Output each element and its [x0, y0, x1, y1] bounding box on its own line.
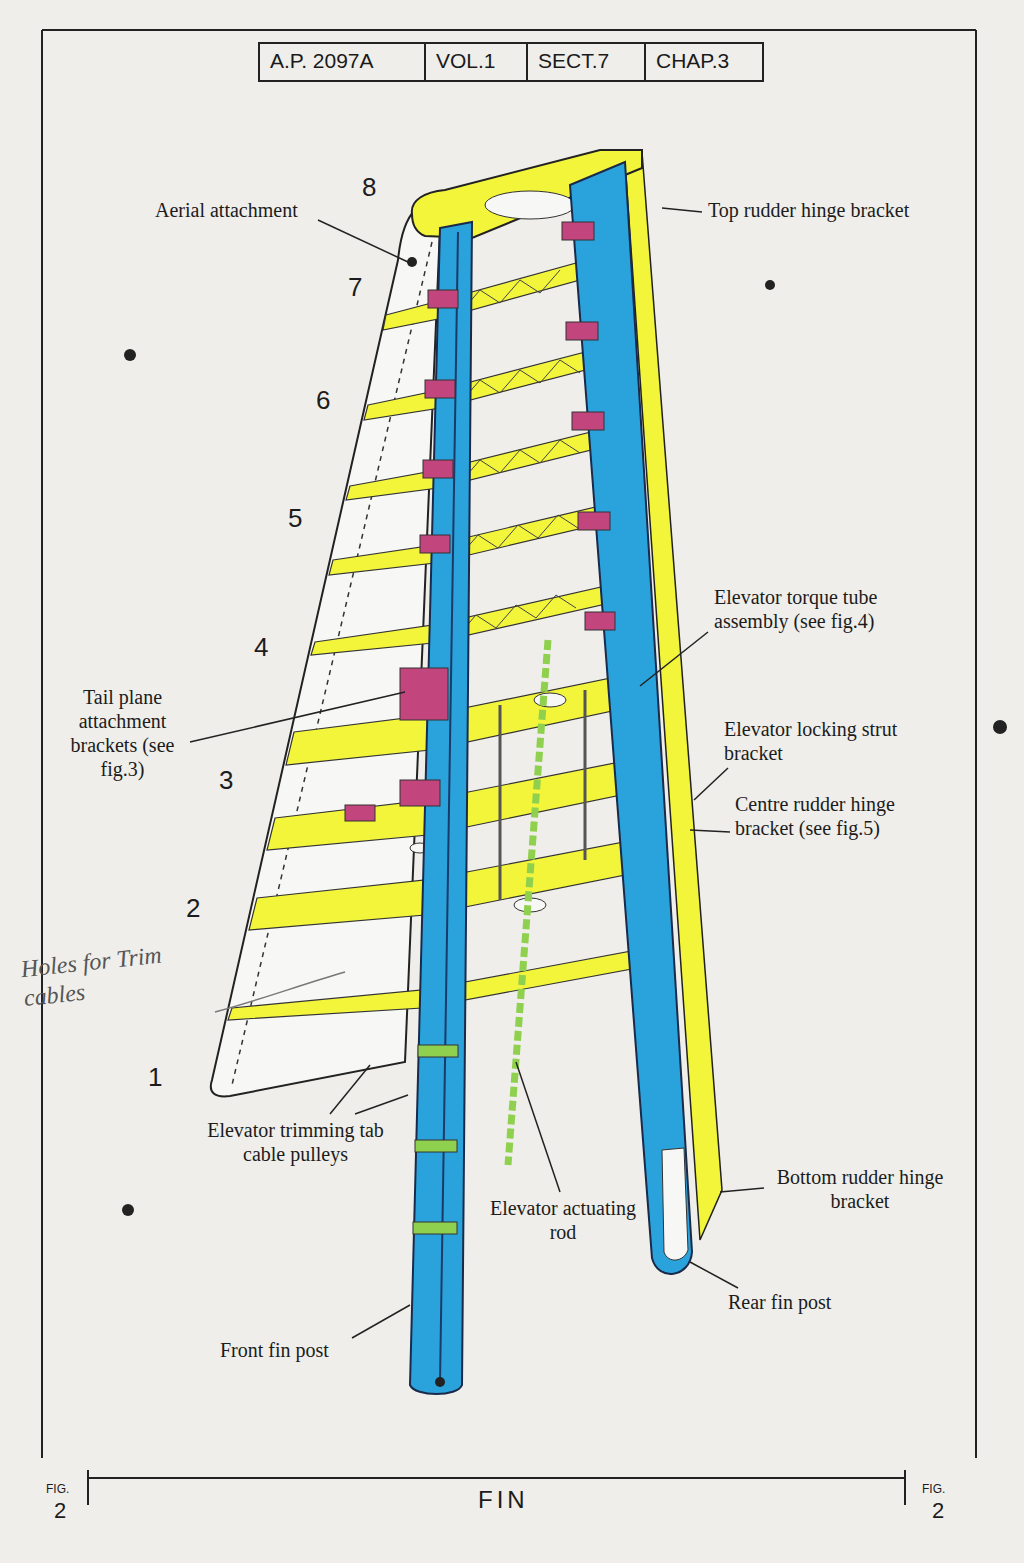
header-text: A.P. 2097A: [270, 49, 414, 73]
leading-edge-fairing: [211, 210, 440, 1096]
brackets: [345, 222, 615, 821]
part-label: Centre rudder hinge bracket (see fig.5): [735, 792, 910, 840]
fairing-dash: [232, 242, 432, 1085]
truss-lines: [456, 270, 580, 638]
figure-tag: FIG.: [922, 1482, 945, 1496]
cap-opening: [485, 191, 575, 219]
part-label: Elevator torque tube assembly (see fig.4…: [714, 585, 949, 633]
callout-number: 2: [186, 893, 200, 924]
post-bolt: [435, 1377, 445, 1387]
part-label: Top rudder hinge bracket: [708, 198, 909, 222]
figure-title: FIN: [478, 1486, 529, 1515]
header-text: CHAP.3: [656, 49, 752, 73]
elevator-rod: [508, 640, 548, 1165]
figure-number: 2: [932, 1498, 944, 1524]
callout-number: 8: [362, 172, 376, 203]
rear-post-opening: [662, 1148, 688, 1260]
callout-number: 7: [348, 272, 362, 303]
aerial-attachment-point: [407, 257, 417, 267]
callout-number: 5: [288, 503, 302, 534]
callout-number: 6: [316, 385, 330, 416]
callout-number: 4: [254, 632, 268, 663]
header-cell: A.P. 2097A: [258, 42, 426, 82]
header-cell: VOL.1: [424, 42, 528, 82]
callout-number: 1: [148, 1062, 162, 1093]
figure-tag: FIG.: [46, 1482, 69, 1496]
part-label: Elevator locking strut bracket: [724, 717, 959, 765]
callout-number: 3: [219, 765, 233, 796]
part-label: Rear fin post: [728, 1290, 831, 1314]
leader-lines: [190, 208, 764, 1338]
part-label: Front fin post: [220, 1338, 329, 1362]
front-fin-post: [410, 222, 472, 1394]
part-label: Elevator trimming tab cable pulleys: [198, 1118, 393, 1166]
header-text: SECT.7: [538, 49, 634, 73]
header-cell: SECT.7: [526, 42, 646, 82]
post-web: [440, 232, 458, 1382]
figure-number: 2: [54, 1498, 66, 1524]
green-fittings: [413, 1045, 458, 1234]
part-label: Elevator actuating rod: [488, 1196, 638, 1244]
header-cell: CHAP.3: [644, 42, 764, 82]
handwritten-note: Holes for Trim cables: [19, 937, 199, 1013]
part-label: Bottom rudder hinge bracket: [770, 1165, 950, 1213]
page-frame: [42, 30, 976, 1505]
part-label: Tail plane attachment brackets (see fig.…: [55, 685, 190, 781]
header-text: VOL.1: [436, 49, 516, 73]
part-label: Aerial attachment: [155, 198, 298, 222]
